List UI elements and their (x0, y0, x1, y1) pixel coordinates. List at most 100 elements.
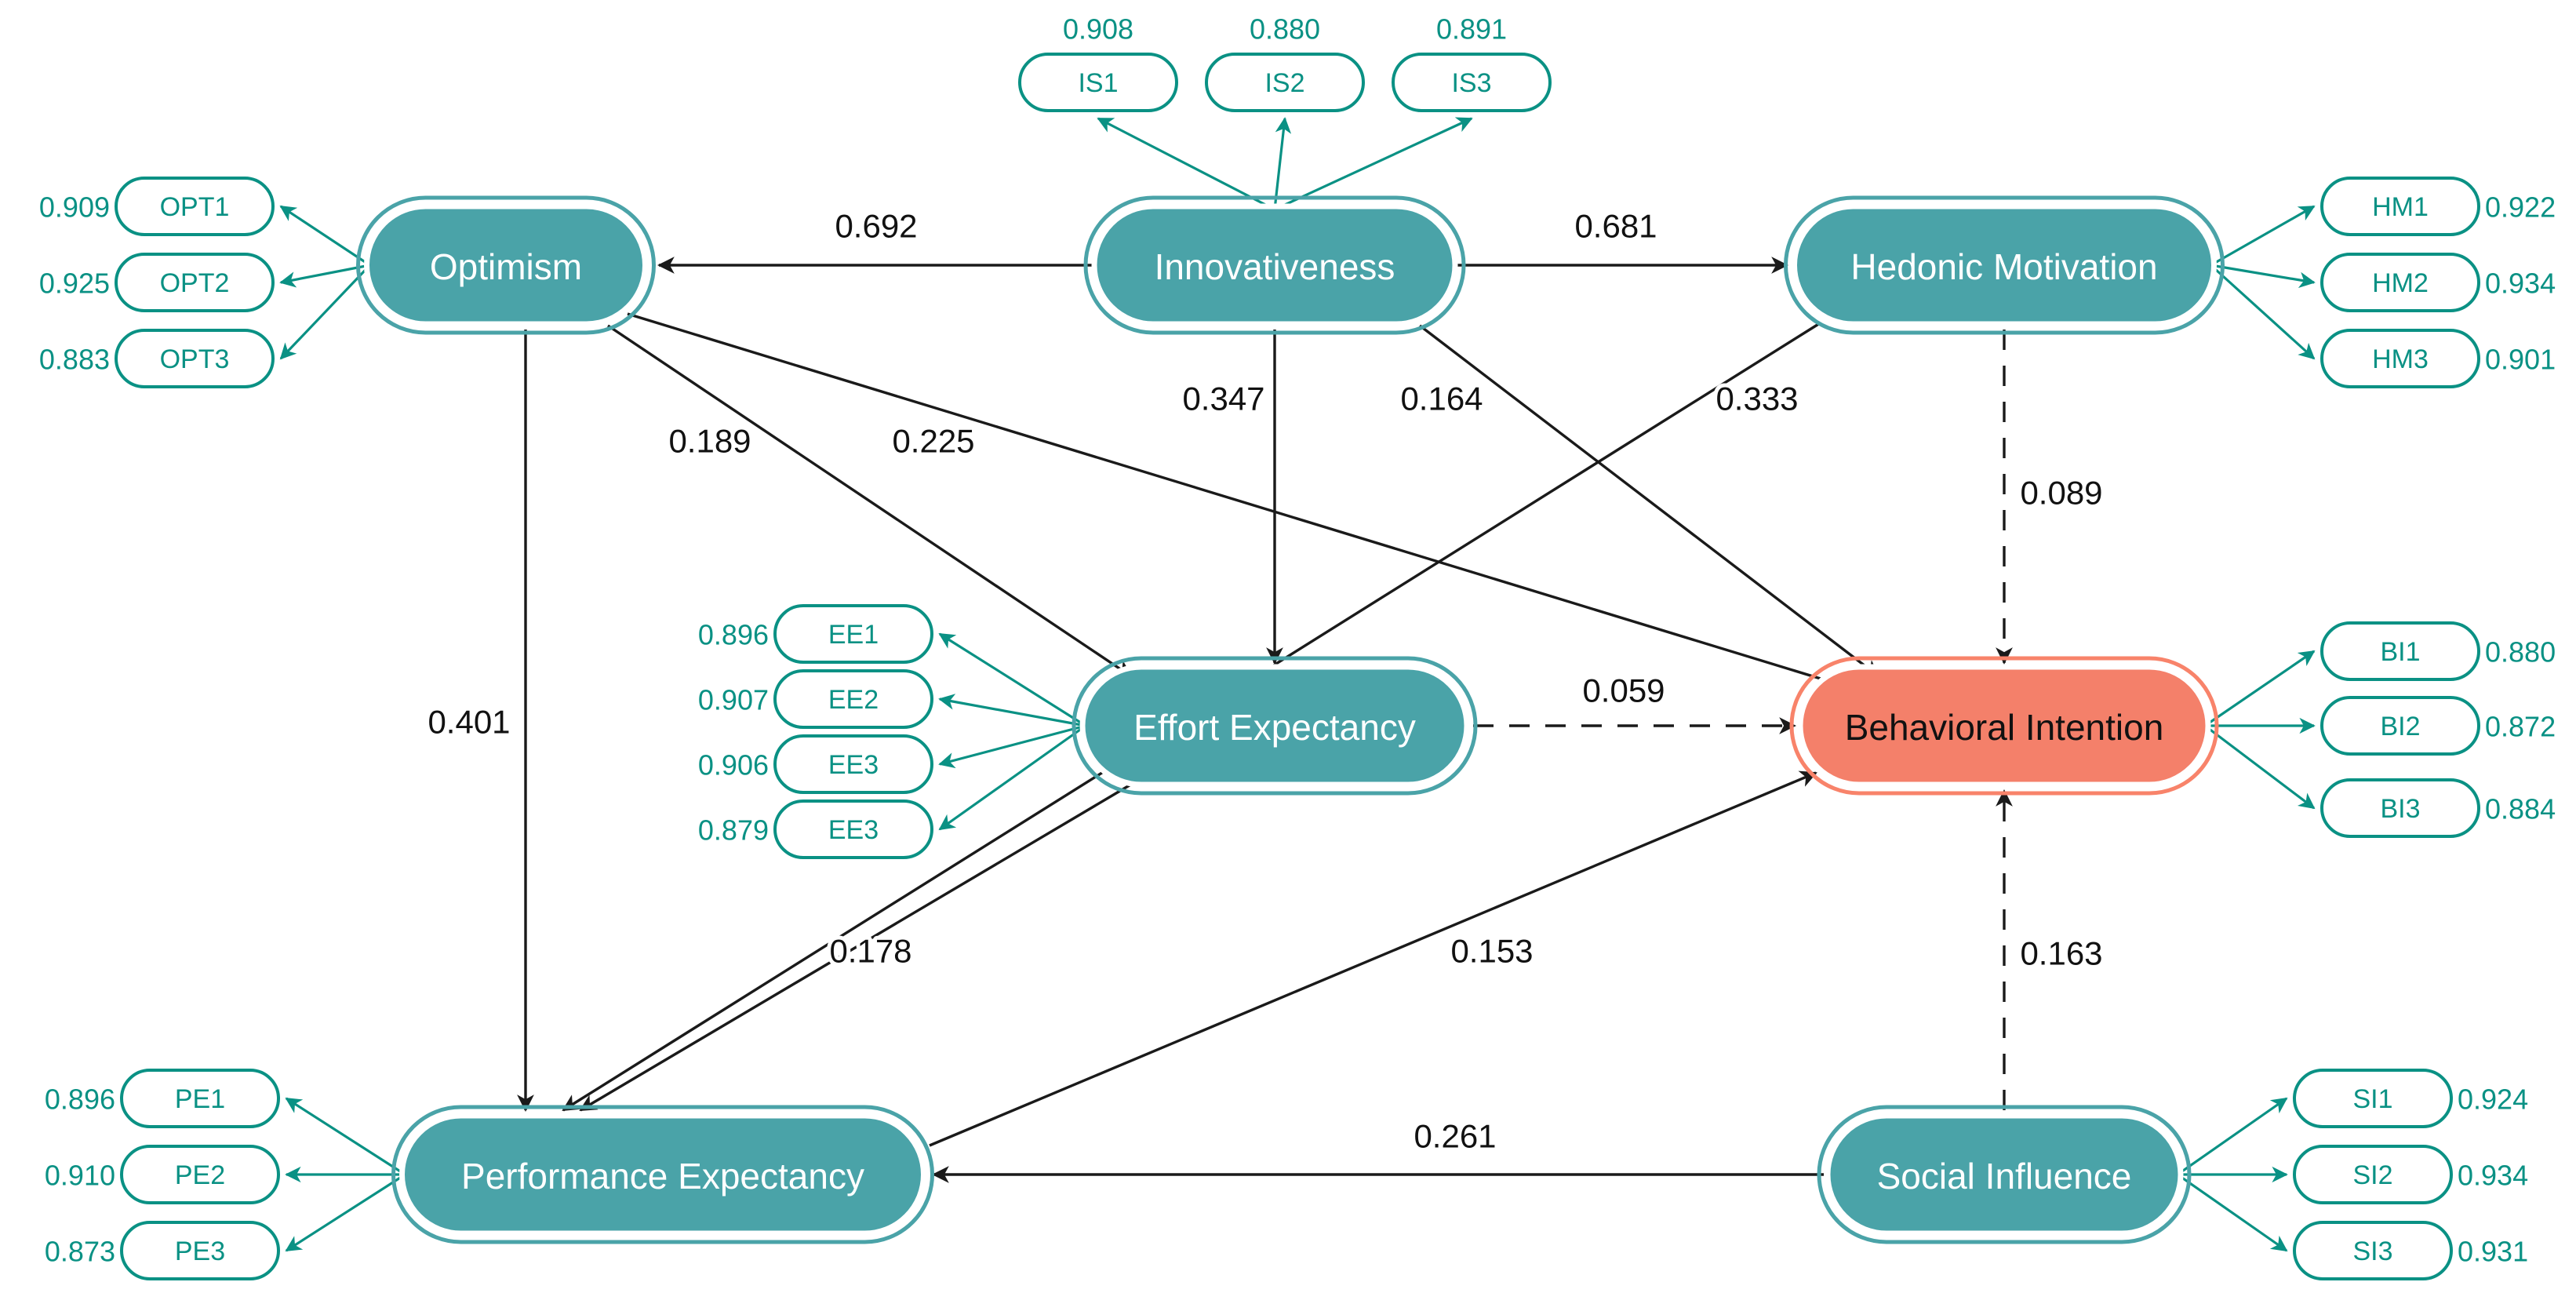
measurement-path-ee4 (938, 724, 1086, 831)
factor-loading-ee4: 0.879 (698, 814, 769, 847)
factor-loading-opt3: 0.883 (39, 344, 110, 376)
measurement-path-ee2 (938, 694, 1086, 727)
indicator-box (115, 329, 275, 388)
indicator-box (2293, 1221, 2453, 1280)
indicator-node-hm2[interactable]: HM2 0.934 (2320, 253, 2556, 312)
path-coefficient-halo: 0.681 (1574, 208, 1657, 245)
indicator-label: OPT1 (160, 192, 230, 222)
measurement-path-opt2 (279, 264, 370, 288)
path-coefficient-pe-bi: 0.153 (1450, 933, 1533, 970)
latent-fill (1091, 203, 1458, 327)
latent-fill (1825, 1113, 2184, 1237)
measurement-path-bi3 (2204, 724, 2316, 810)
factor-loading-opt2: 0.925 (39, 268, 110, 300)
indicator-node-hm1[interactable]: HM1 0.922 (2320, 177, 2556, 236)
measurement-path-opt3 (279, 264, 371, 360)
indicator-label: OPT3 (160, 344, 230, 374)
indicator-label: HM1 (2372, 192, 2429, 222)
path-coefficient-is-ee: 0.347 (1182, 381, 1264, 417)
factor-loading-si2: 0.934 (2458, 1160, 2528, 1192)
structural-paths-group (517, 257, 2013, 1183)
factor-loading-hm1: 0.922 (2485, 191, 2556, 224)
indicator-label: IS2 (1264, 68, 1304, 98)
indicator-box (1392, 53, 1552, 112)
latent-outer-ring (391, 1105, 934, 1244)
path-coefficient-halo: 0.692 (835, 208, 917, 245)
indicator-box (1018, 53, 1178, 112)
latent-outer-ring (1072, 656, 1478, 796)
latent-outer-ring (1083, 195, 1466, 335)
latent-label: Optimism (430, 246, 582, 287)
latent-outer-ring (356, 195, 656, 335)
measurement-path-hm3 (2210, 264, 2316, 360)
latent-node-pe[interactable]: Performance Expectancy (391, 1105, 934, 1244)
latent-outer-ring (1817, 1105, 2192, 1244)
indicator-node-ee2[interactable]: EE2 0.907 (698, 669, 933, 729)
factor-loading-ee2: 0.907 (698, 684, 769, 716)
latent-label: Hedonic Motivation (1850, 246, 2157, 287)
structural-path-opt-bi (627, 312, 1861, 694)
structural-path-opt-ee (607, 324, 1133, 678)
path-coefficient-halo: 0.163 (2020, 935, 2102, 972)
measurement-path-hm1 (2210, 205, 2316, 267)
latent-node-is[interactable]: Innovativeness (1083, 195, 1466, 335)
latent-fill (1079, 664, 1470, 788)
latent-node-ee[interactable]: Effort Expectancy (1072, 656, 1478, 796)
indicator-box (120, 1069, 280, 1128)
indicator-label: PE2 (175, 1160, 225, 1190)
path-coefficient-halo: 0.153 (1450, 933, 1533, 970)
indicator-box (2320, 621, 2480, 681)
factor-loading-pe1: 0.896 (45, 1084, 115, 1116)
indicator-label: BI1 (2380, 637, 2420, 667)
indicator-node-si2[interactable]: SI2 0.934 (2293, 1145, 2528, 1204)
indicator-box (773, 604, 933, 664)
latent-node-si[interactable]: Social Influence (1817, 1105, 2192, 1244)
latent-label: Behavioral Intention (1845, 707, 2164, 748)
path-coefficient-hm-pe: 0.333 (1716, 381, 1798, 417)
latent-fill (1797, 664, 2211, 788)
indicator-label: SI2 (2352, 1160, 2392, 1190)
indicator-label: HM2 (2372, 268, 2429, 298)
indicator-box (120, 1145, 280, 1204)
factor-loading-bi2: 0.872 (2485, 711, 2556, 743)
factor-loading-hm2: 0.934 (2485, 268, 2556, 300)
indicator-box (773, 799, 933, 859)
indicator-box (2320, 778, 2480, 838)
path-coefficient-halo: 0.189 (668, 423, 751, 460)
latent-node-opt[interactable]: Optimism (356, 195, 656, 335)
path-coefficient-halo: 0.333 (1716, 381, 1798, 417)
indicator-node-opt3[interactable]: OPT3 0.883 (39, 329, 275, 388)
latent-nodes-group: Optimism Innovativeness Hedonic Motivation… (356, 195, 2225, 1244)
path-coefficient-halo: 0.347 (1182, 381, 1264, 417)
indicator-box (1205, 53, 1365, 112)
latent-node-hm[interactable]: Hedonic Motivation (1784, 195, 2225, 335)
path-coefficient-hm-bi: 0.089 (2020, 475, 2102, 512)
latent-node-bi[interactable]: Behavioral Intention (1789, 656, 2219, 796)
indicator-label: EE2 (828, 685, 879, 715)
indicator-box (115, 177, 275, 236)
measurement-path-is3 (1274, 117, 1473, 211)
path-coefficient-halo: 0.059 (1582, 672, 1665, 709)
path-coefficient-is-bi: 0.164 (1400, 381, 1483, 417)
factor-loading-si1: 0.924 (2458, 1084, 2528, 1116)
